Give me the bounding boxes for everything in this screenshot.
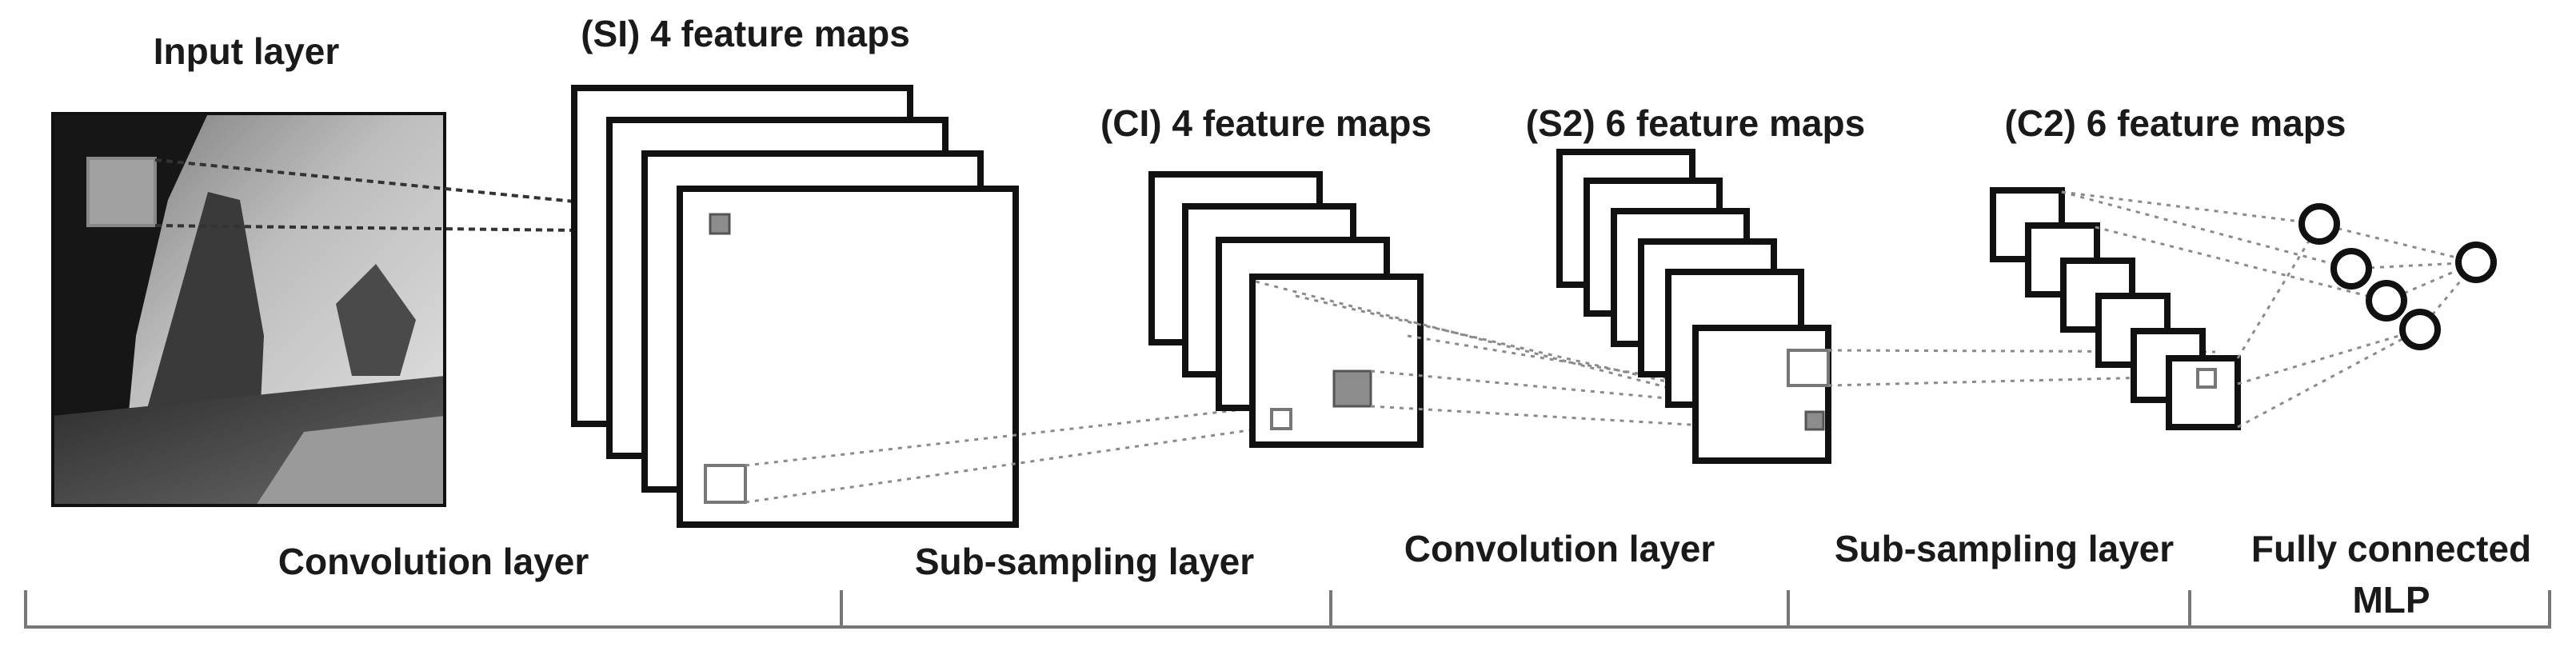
stage-bracket-axis [24, 590, 2551, 629]
connector-c1-s2-c [1370, 369, 1816, 413]
c1-pooling-window [1332, 369, 1372, 408]
stage-label-mlp: MLP [2352, 579, 2430, 621]
connector-c2-mlp-2 [2061, 190, 2352, 270]
connector-mlp-hidden-out-2 [2350, 261, 2477, 270]
connector-mlp-hidden-out-1 [2318, 222, 2477, 264]
s2-receptive-field [1804, 410, 1825, 431]
stage-label-subsampling-1: Sub-sampling layer [915, 541, 1254, 582]
s2-maps-title: (S2) 6 feature maps [1526, 102, 1865, 144]
connector-s2-c2-top [1827, 349, 2216, 353]
connector-c2-mlp-4 [2236, 223, 2321, 359]
input-receptive-field [86, 157, 157, 227]
s1-maps-title: (SI) 4 feature maps [581, 13, 910, 54]
mlp-hidden-node-1 [2298, 203, 2340, 245]
stage-label-convolution-2: Convolution layer [1404, 528, 1715, 569]
stage-label-subsampling-2: Sub-sampling layer [1835, 528, 2174, 569]
mlp-output-node [2455, 242, 2497, 283]
s2-feature-map-6 [1692, 325, 1831, 464]
connector-c2-mlp-5 [2237, 328, 2421, 385]
input-image [51, 112, 446, 507]
s2-pooling-window [1787, 349, 1830, 387]
input-layer-title: Input layer [154, 30, 340, 72]
c2-maps-title: (C2) 6 feature maps [2005, 102, 2346, 144]
s1-receptive-field [709, 213, 731, 235]
stage-label-convolution-1: Convolution layer [278, 541, 589, 582]
connector-c2-mlp-6 [2237, 328, 2421, 429]
mlp-hidden-node-2 [2330, 248, 2372, 290]
c2-receptive-field [2196, 368, 2217, 389]
connector-s2-c2-bottom [1827, 374, 2216, 387]
c1-maps-title: (CI) 4 feature maps [1100, 102, 1432, 144]
connector-mlp-hidden-out-3 [2386, 261, 2477, 302]
c1-receptive-field [1270, 408, 1292, 430]
mlp-hidden-node-4 [2399, 309, 2441, 350]
stage-label-fully-connected: Fully connected [2251, 528, 2531, 569]
connector-c2-mlp-1 [2061, 190, 2320, 226]
connector-s1-c1-top [745, 405, 1272, 467]
connector-c1-s2-d [1370, 405, 1816, 433]
connector-s1-c1-bottom [745, 425, 1272, 504]
s1-pooling-window [704, 464, 747, 504]
connector-c2-mlp-3 [2095, 226, 2387, 302]
mlp-hidden-node-3 [2366, 280, 2407, 322]
